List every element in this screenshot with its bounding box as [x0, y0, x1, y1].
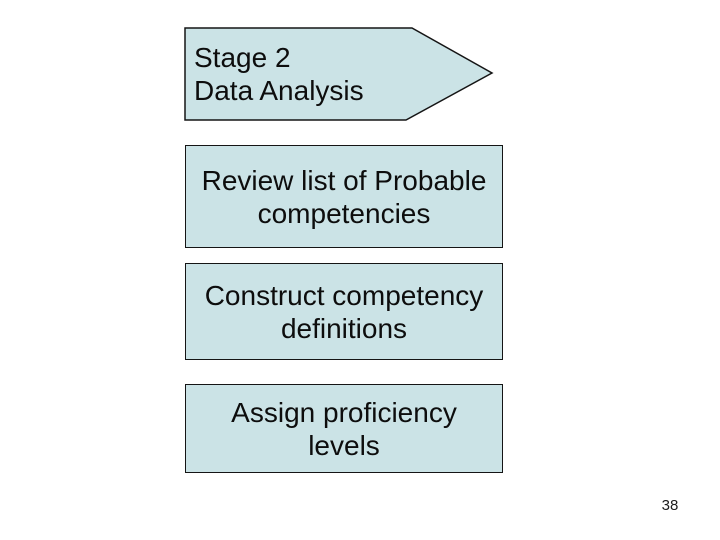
- banner-arrow-shape: [184, 27, 494, 121]
- banner-title: Stage 2 Data Analysis: [185, 28, 413, 120]
- step-label-line-1: Construct competency: [204, 279, 484, 311]
- step-box-assign-levels: Assign proficiency levels: [185, 384, 503, 473]
- step-label-line-2: levels: [308, 429, 380, 461]
- arrow-pentagon-icon: [184, 27, 494, 121]
- step-label-line-1: Review list of Probable: [201, 164, 487, 196]
- step-label-line-1: Assign proficiency: [231, 396, 457, 428]
- step-label-line-2: competencies: [257, 197, 431, 229]
- stage-banner: Stage 2 Data Analysis: [184, 27, 494, 121]
- page-number: 38: [661, 497, 679, 514]
- step-box-construct-definitions: Construct competency definitions: [185, 263, 503, 360]
- step-label-line-2: definitions: [280, 312, 408, 344]
- banner-line-1: Stage 2: [194, 42, 291, 73]
- banner-line-2: Data Analysis: [194, 75, 364, 106]
- step-box-review-competencies: Review list of Probable competencies: [185, 145, 503, 248]
